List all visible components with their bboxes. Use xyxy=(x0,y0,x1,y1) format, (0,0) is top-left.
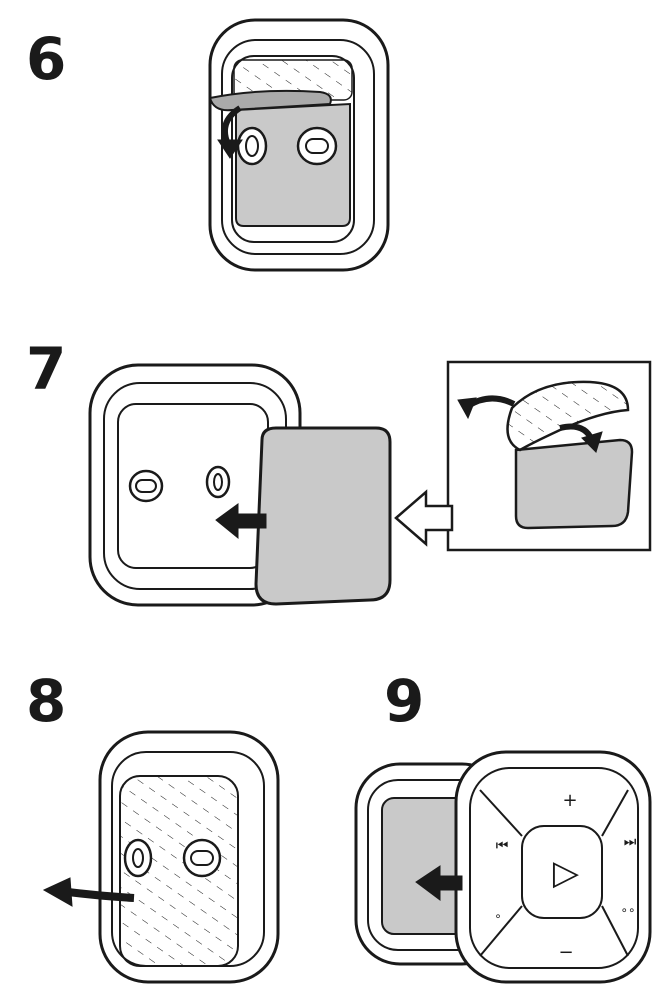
double-dot-button[interactable]: ∘∘ xyxy=(620,903,635,917)
curved-arrow-icon-8 xyxy=(67,888,135,902)
inset-peeled-liner xyxy=(506,380,630,452)
volume-up-button[interactable]: + xyxy=(562,790,577,811)
left-arrow-icon-9 xyxy=(415,865,463,901)
step-8-illustration xyxy=(42,730,280,984)
mount-inner-frame xyxy=(221,39,375,255)
screw-hole-left xyxy=(236,126,268,166)
step-6-illustration xyxy=(208,18,390,272)
step-number-6: 6 xyxy=(26,25,67,93)
remote-body xyxy=(454,750,652,984)
adhesive-pad-7 xyxy=(254,426,392,606)
single-dot-button[interactable]: ∘ xyxy=(494,909,502,923)
next-track-button[interactable]: ⏭ xyxy=(624,834,637,850)
screw-hole-right-8 xyxy=(182,838,222,878)
remote-face xyxy=(469,767,639,969)
peeled-liner xyxy=(208,89,332,112)
remote-center-button[interactable] xyxy=(521,825,603,919)
step-9-illustration xyxy=(354,750,652,984)
screw-hole-right xyxy=(296,126,338,166)
mount-base-plate-8 xyxy=(119,775,239,967)
step-number-9: 9 xyxy=(384,667,425,735)
step-number-8: 8 xyxy=(26,667,67,735)
step-7-illustration xyxy=(88,360,652,607)
left-arrow-icon xyxy=(215,503,267,540)
inset-pad xyxy=(514,438,634,530)
screw-hole-left-7 xyxy=(128,469,164,503)
outline-arrow-icon xyxy=(394,489,454,547)
screw-hole-left-8 xyxy=(123,838,153,878)
step-number-7: 7 xyxy=(26,335,67,403)
previous-track-button[interactable]: ⏮ xyxy=(496,838,509,854)
play-button[interactable]: ▷ xyxy=(553,853,580,893)
screw-hole-right-7 xyxy=(205,465,231,499)
volume-down-button[interactable]: − xyxy=(558,942,573,963)
